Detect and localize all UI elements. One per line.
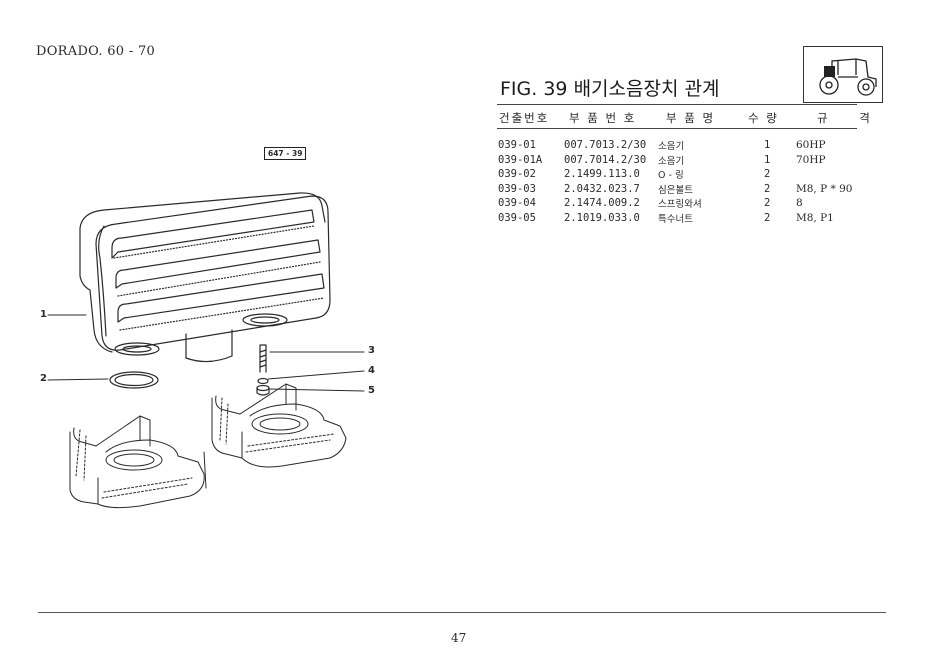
callout-3: 3 <box>368 345 375 356</box>
header-spec: 규 격 <box>817 111 884 125</box>
table-header-rule <box>497 128 857 129</box>
item-no: 039-05 <box>498 211 536 224</box>
table-row: 039-03 2.0432.023.7 심은볼트 2 M8, P * 90 <box>498 182 852 197</box>
callout-4: 4 <box>368 365 375 376</box>
quantity: 2 <box>764 182 771 195</box>
spec: 8 <box>796 197 803 210</box>
header-item-no: 건출번호 <box>499 111 550 125</box>
callout-2: 2 <box>40 373 47 384</box>
table-row: 039-02 2.1499.113.0 O - 링 2 <box>498 167 852 182</box>
figure-reference-label: 647 - 39 <box>264 147 307 160</box>
item-no: 039-02 <box>498 168 536 181</box>
o-ring-drawing <box>109 371 159 389</box>
figure-title: FIG. 39 배기소음장치 관계 <box>500 74 719 101</box>
quantity: 1 <box>764 153 771 166</box>
page-number: 47 <box>451 631 467 645</box>
parts-table: 039-01 007.7013.2/30 소음기 1 60HP 039-01A … <box>498 138 852 225</box>
header-quantity: 수 량 <box>748 111 779 125</box>
item-no: 039-01 <box>498 139 536 152</box>
table-row: 039-01 007.7013.2/30 소음기 1 60HP <box>498 138 852 153</box>
tractor-icon <box>803 46 883 103</box>
item-no: 039-03 <box>498 182 536 195</box>
callout-5: 5 <box>368 385 375 396</box>
stud-bolt-drawing <box>256 344 270 396</box>
right-bracket-drawing <box>211 383 347 468</box>
table-row: 039-05 2.1019.033.0 특수너트 2 M8, P1 <box>498 211 852 226</box>
spec: M8, P * 90 <box>796 182 853 195</box>
muffler-drawing <box>79 192 331 353</box>
figure-caption: 배기소음장치 관계 <box>573 78 720 100</box>
header-part-no: 부 품 번 호 <box>569 111 637 125</box>
callout-1: 1 <box>40 309 47 320</box>
quantity: 2 <box>764 197 771 210</box>
footer-rule <box>38 612 886 613</box>
part-no: 2.1474.009.2 <box>564 197 640 210</box>
figure-number: FIG. 39 <box>500 78 568 100</box>
left-bracket-drawing <box>69 415 207 509</box>
part-name: 특수너트 <box>658 213 693 225</box>
item-no: 039-04 <box>498 197 536 210</box>
part-no: 007.7013.2/30 <box>564 139 647 152</box>
spec: 60HP <box>796 139 826 152</box>
model-name: DORADO. 60 - 70 <box>36 44 156 59</box>
exhaust-pipe-drawing <box>114 313 288 363</box>
part-no: 2.1499.113.0 <box>564 168 640 181</box>
leader-lines <box>47 314 365 392</box>
table-row: 039-01A 007.7014.2/30 소음기 1 70HP <box>498 153 852 168</box>
quantity: 2 <box>764 168 771 181</box>
table-top-rule <box>497 104 857 105</box>
spec: 70HP <box>796 153 826 166</box>
part-name: 소음기 <box>658 141 685 153</box>
item-no: 039-01A <box>498 153 543 166</box>
table-row: 039-04 2.1474.009.2 스프링와셔 2 8 <box>498 196 852 211</box>
part-name: O - 링 <box>658 170 684 182</box>
part-name: 스프링와셔 <box>658 199 702 211</box>
part-no: 2.0432.023.7 <box>564 182 640 195</box>
part-no: 2.1019.033.0 <box>564 211 640 224</box>
part-name: 심은볼트 <box>658 184 693 196</box>
header-part-name: 부 품 명 <box>666 111 716 125</box>
quantity: 1 <box>764 139 771 152</box>
quantity: 2 <box>764 211 771 224</box>
spec: M8, P1 <box>796 211 834 224</box>
part-no: 007.7014.2/30 <box>564 153 647 166</box>
part-name: 소음기 <box>658 155 685 167</box>
